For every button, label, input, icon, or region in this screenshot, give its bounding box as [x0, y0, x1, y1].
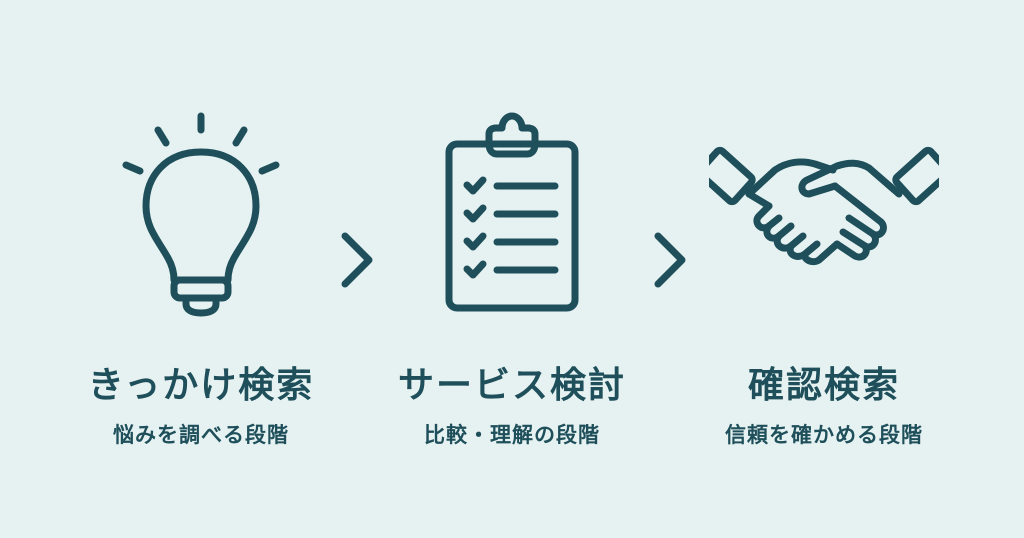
step-title: サービス検討: [397, 365, 626, 406]
step-title: 確認検索: [747, 365, 900, 406]
clipboard-checklist-icon: [437, 110, 587, 320]
step-title: きっかけ検索: [87, 365, 315, 406]
step-subtitle: 比較・理解の段階: [424, 423, 600, 447]
handshake-icon: [709, 140, 939, 290]
chevron-right-icon: [650, 230, 690, 290]
lightbulb-icon: [116, 110, 286, 320]
step-subtitle: 信頼を確かめる段階: [725, 423, 923, 447]
chevron-right-icon: [337, 230, 377, 290]
step-subtitle: 悩みを調べる段階: [113, 423, 289, 447]
